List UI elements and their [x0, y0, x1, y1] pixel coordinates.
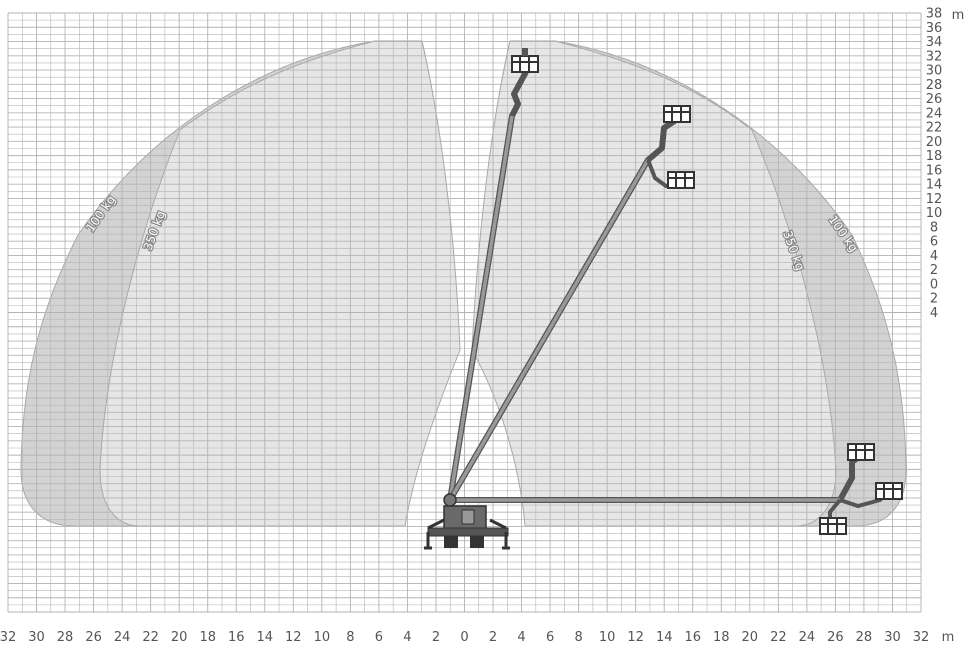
grid: [7, 12, 922, 613]
x-axis-tick-label: 10: [599, 630, 616, 645]
y-axis-tick-label: 2: [930, 292, 938, 307]
y-axis-tick-label: 32: [926, 49, 943, 64]
x-axis-tick-label: 18: [199, 630, 216, 645]
y-axis-tick-label: 10: [926, 206, 943, 221]
x-axis-tick-label: 8: [346, 630, 354, 645]
x-axis-tick-label: 28: [57, 630, 74, 645]
y-axis-tick-label: 6: [930, 235, 938, 250]
x-axis-tick-label: 8: [574, 630, 582, 645]
basket-icon: [511, 48, 539, 73]
x-axis-tick-label: 2: [432, 630, 440, 645]
x-axis-tick-label: 12: [285, 630, 302, 645]
x-axis-tick-label: 32: [0, 630, 16, 645]
turret-pivot: [443, 493, 457, 507]
basket-icon: [667, 171, 695, 189]
y-axis-tick-label: 38: [926, 7, 943, 22]
x-axis-tick-label: 26: [85, 630, 102, 645]
x-axis-tick-label: 14: [656, 630, 673, 645]
boom-vertical-fill: [448, 115, 514, 501]
x-axis-tick-label: 24: [799, 630, 816, 645]
y-axis-tick-label: 22: [926, 121, 943, 136]
y-axis-tick-label: 0: [930, 277, 938, 292]
y-axis-tick-label: 34: [926, 35, 943, 50]
working-envelope: [20, 40, 907, 527]
x-axis-tick-label: 4: [517, 630, 525, 645]
x-axis-tick-label: 20: [742, 630, 759, 645]
machine-wheel-right: [470, 536, 484, 548]
y-axis-tick-label: 28: [926, 78, 943, 93]
machine-cab: [461, 509, 475, 525]
machine-wheel-left: [444, 536, 458, 548]
envelope-350kg-right: [471, 40, 837, 527]
y-axis-tick-label: 2: [930, 263, 938, 278]
y-axis-tick-label: 30: [926, 64, 943, 79]
x-axis-tick-label: 6: [375, 630, 383, 645]
y-axis-tick-label: 18: [926, 149, 943, 164]
x-axis-unit: m: [942, 630, 955, 645]
x-axis-tick-label: 16: [684, 630, 701, 645]
x-axis-tick-label: 0: [460, 630, 468, 645]
machine-chassis: [427, 527, 509, 537]
y-axis-tick-label: 12: [926, 192, 943, 207]
x-axis-tick-label: 26: [827, 630, 844, 645]
x-axis-tick-label: 30: [28, 630, 45, 645]
x-axis-tick-label: 6: [546, 630, 554, 645]
basket-icon: [847, 443, 875, 461]
lift-machine: [424, 493, 510, 550]
x-axis-tick-label: 28: [856, 630, 873, 645]
platform-baskets: [511, 48, 903, 535]
x-axis-tick-label: 14: [257, 630, 274, 645]
x-axis-tick-label: 30: [884, 630, 901, 645]
x-axis-tick-label: 18: [713, 630, 730, 645]
x-axis-tick-label: 10: [314, 630, 331, 645]
y-axis-tick-label: 4: [930, 306, 938, 321]
basket-icon: [875, 482, 903, 500]
outrigger-right: [489, 518, 510, 550]
x-axis-tick-label: 32: [913, 630, 930, 645]
x-axis-tick-label: 24: [114, 630, 131, 645]
x-axis-tick-label: 22: [770, 630, 787, 645]
y-axis-tick-label: 20: [926, 135, 943, 150]
basket-icon: [663, 105, 691, 123]
y-axis-tick-label: 8: [930, 220, 938, 235]
x-axis-tick-label: 16: [228, 630, 245, 645]
x-axis-tick-label: 12: [627, 630, 644, 645]
y-axis-tick-label: 24: [926, 106, 943, 121]
outrigger-left: [424, 518, 445, 550]
x-axis-tick-label: 2: [489, 630, 497, 645]
y-axis-unit: m: [952, 8, 965, 23]
y-axis-tick-label: 36: [926, 21, 943, 36]
y-axis-tick-label: 26: [926, 92, 943, 107]
x-axis-tick-label: 4: [403, 630, 411, 645]
y-axis-tick-label: 14: [926, 178, 943, 193]
basket-icon: [819, 517, 847, 535]
boom-diagonal-fill: [448, 159, 650, 501]
x-axis-tick-label: 20: [171, 630, 188, 645]
envelope-350kg-left: [99, 40, 461, 527]
y-axis-tick-label: 4: [930, 249, 938, 264]
y-axis-tick-label: 16: [926, 163, 943, 178]
x-axis-tick-label: 22: [142, 630, 159, 645]
